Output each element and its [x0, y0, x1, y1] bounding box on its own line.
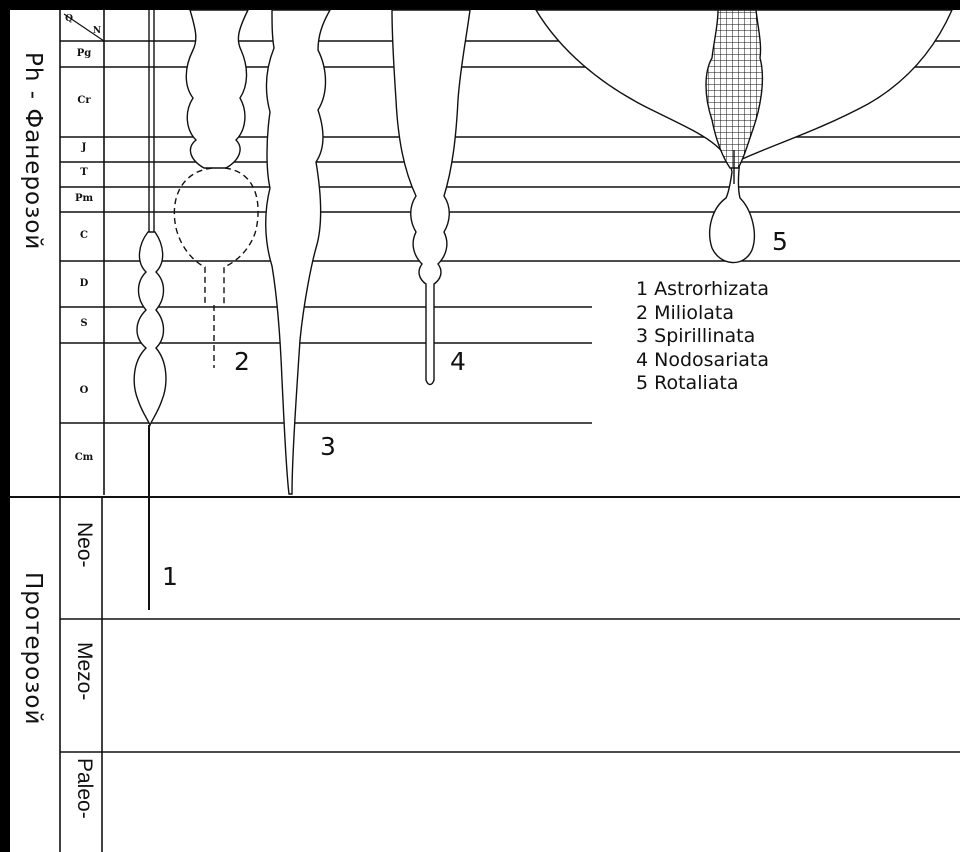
proterozoic-eon-label: Протерозой — [20, 572, 46, 725]
period-label-t: T — [64, 167, 104, 178]
period-label-cr: Cr — [64, 95, 104, 106]
legend-item: 5 Rotaliata — [636, 372, 769, 396]
period-label-s: S — [64, 318, 104, 329]
lineage-2-miliolata — [174, 10, 258, 368]
lineage-number-5: 5 — [772, 227, 788, 256]
period-label-pg: Pg — [64, 48, 104, 59]
lineage-number-3: 3 — [320, 432, 336, 461]
period-label-d: D — [64, 278, 104, 289]
period-label-n: N — [90, 26, 104, 36]
period-label-j: J — [64, 142, 104, 153]
lineage-number-2: 2 — [234, 347, 250, 376]
lineage-4-nodosariata — [392, 10, 470, 385]
lineage-1-astrorhizata — [134, 10, 166, 610]
phanerozoic-eon-label: Ph - Фанерозой — [20, 52, 46, 250]
period-label-o: O — [64, 385, 104, 396]
era-label-neo: Neo- — [72, 522, 96, 568]
lineage-number-4: 4 — [450, 347, 466, 376]
period-label-cm: Cm — [64, 452, 104, 463]
period-label-c: C — [64, 230, 104, 241]
era-label-paleo: Paleo- — [72, 758, 96, 819]
period-label-q: Q — [62, 14, 76, 24]
period-label-pm: Pm — [64, 193, 104, 204]
lineage-3-spirillinata — [266, 10, 330, 494]
era-label-mezo: Mezo- — [72, 642, 96, 700]
legend-item: 4 Nodosariata — [636, 349, 769, 373]
grid-lines — [10, 10, 960, 852]
legend-item: 1 Astrorhizata — [636, 278, 769, 302]
legend-item: 3 Spirillinata — [636, 325, 769, 349]
lineage-number-1: 1 — [162, 562, 178, 591]
legend: 1 Astrorhizata 2 Miliolata 3 Spirillinat… — [636, 278, 769, 396]
legend-item: 2 Miliolata — [636, 302, 769, 326]
